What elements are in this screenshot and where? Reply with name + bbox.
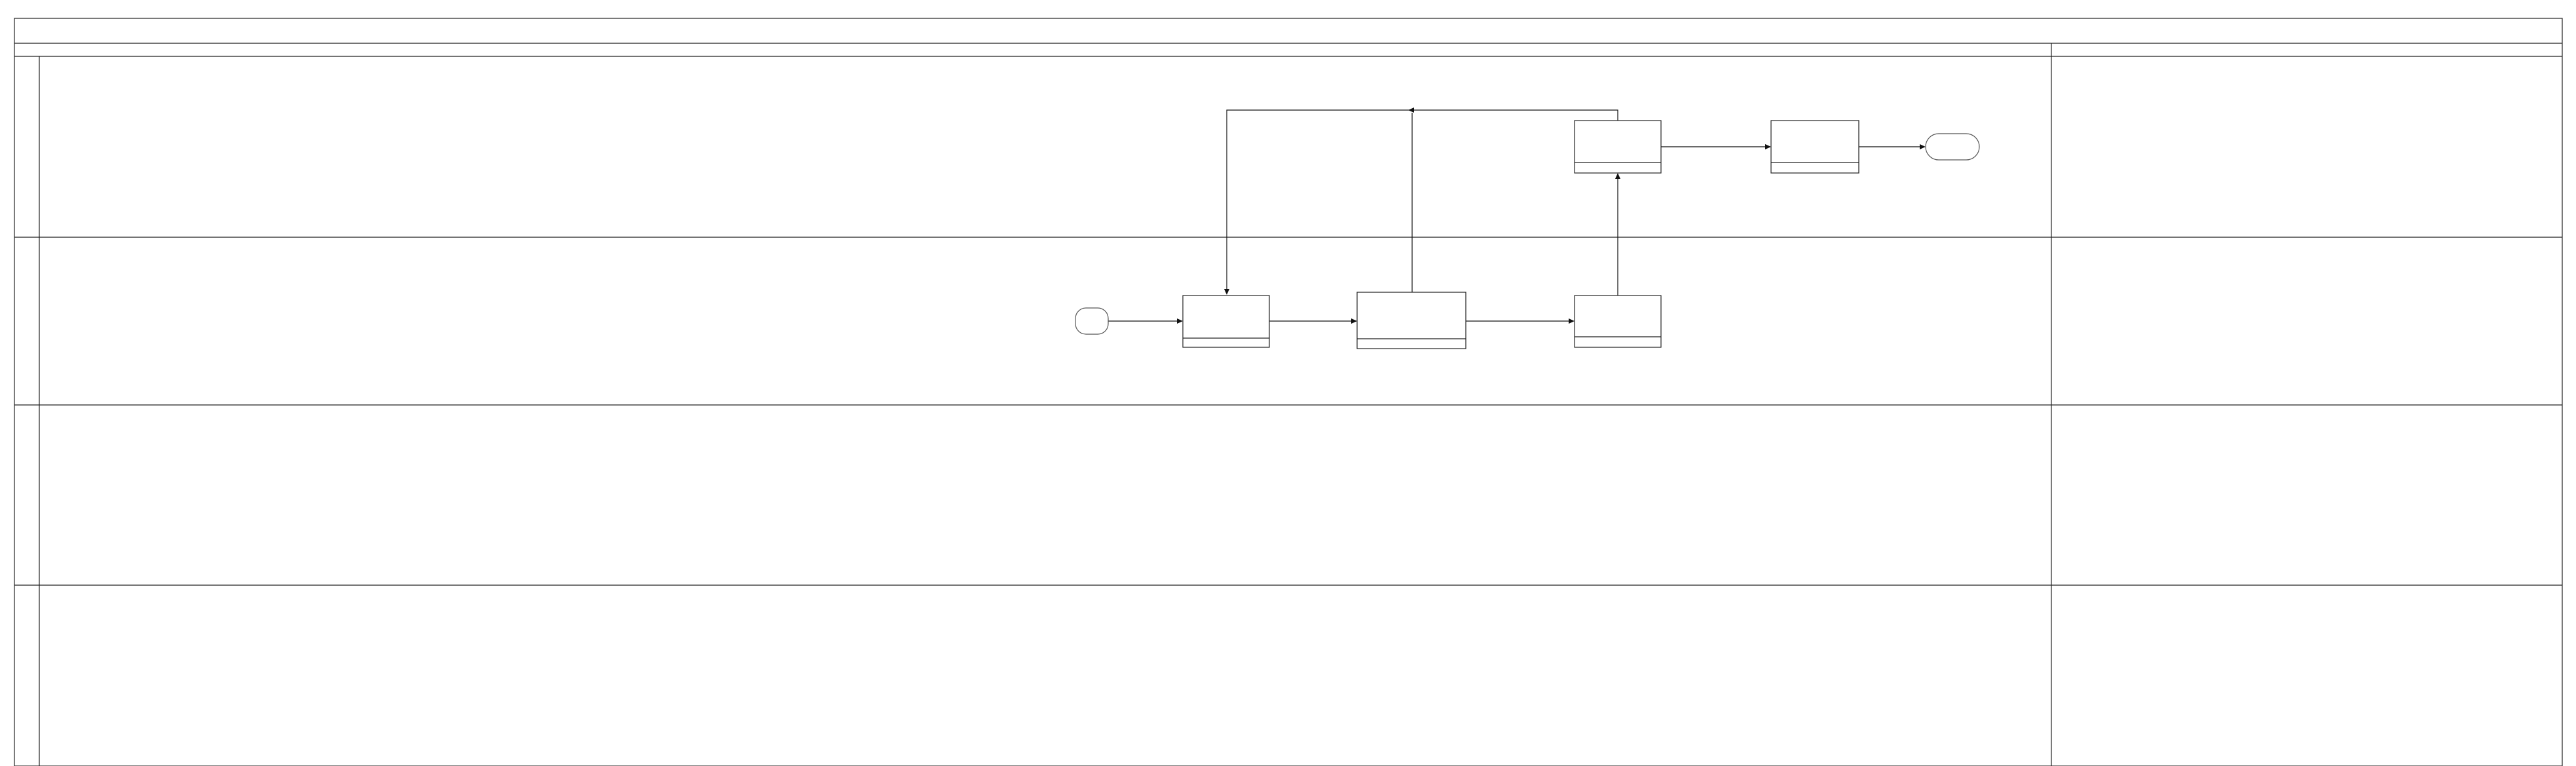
arrowhead-step1 — [1177, 318, 1183, 324]
end-terminal[interactable] — [1925, 133, 1980, 161]
arrowhead-loop-step1 — [1224, 289, 1229, 295]
arrowhead-end — [1920, 144, 1926, 149]
process-step-5[interactable] — [1770, 120, 1859, 174]
start-terminal[interactable] — [1075, 307, 1109, 335]
diagram-frame — [14, 18, 2563, 766]
nodes — [1075, 120, 1980, 349]
process-step-1[interactable] — [1182, 295, 1270, 348]
lane-dividers — [14, 237, 2562, 586]
process-step-2[interactable] — [1356, 292, 1466, 349]
arrowhead-step5 — [1765, 144, 1771, 149]
arrowhead-step2 — [1351, 318, 1357, 324]
arrowhead-step3 — [1569, 318, 1575, 324]
process-step-4[interactable] — [1574, 120, 1662, 174]
process-step-3[interactable] — [1574, 295, 1662, 348]
arrowhead-junction — [1408, 107, 1414, 113]
connector-step4-loop-step1 — [1226, 109, 1618, 291]
connectors — [1108, 107, 1926, 324]
outer-border — [14, 18, 2563, 766]
arrowhead-step4 — [1615, 173, 1620, 179]
